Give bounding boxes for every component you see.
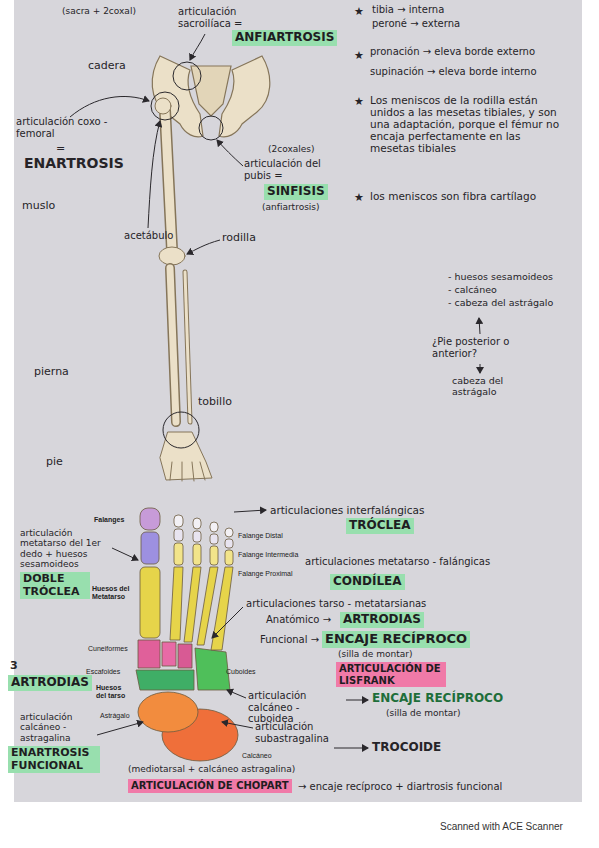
term-text: CONDÍLEA xyxy=(333,574,402,588)
handwritten-note: (sacra + 2coxal) xyxy=(62,6,136,16)
handwritten-note: = xyxy=(56,143,65,156)
term-text: ENCAJE RECÍPROCO xyxy=(325,631,467,646)
star-bullet: ★ xyxy=(354,96,364,109)
region-label: rodilla xyxy=(222,232,256,245)
handwritten-note: (silla de montar) xyxy=(386,708,460,718)
bone-label: Cuboides xyxy=(226,668,256,676)
handwritten-note: articulación calcáneo - astragalina xyxy=(20,712,96,743)
highlighted-term: ARTICULACIÓN DE CHOPART xyxy=(128,779,292,793)
leg-bones xyxy=(155,98,212,481)
handwritten-note: tibia → interna xyxy=(372,4,444,16)
handwritten-note: (anfiartrosis) xyxy=(262,202,320,212)
handwritten-note: articulación coxo - femoral xyxy=(16,116,112,139)
highlighted-term: ARTICULACIÓN DE LISFRANK xyxy=(336,662,446,687)
handwritten-note: (mediotarsal + calcáneo astragalina) xyxy=(128,764,295,774)
region-label: muslo xyxy=(22,200,55,213)
handwritten-note: articulaciones tarso - metatarsianas xyxy=(246,598,426,610)
joint-type: ENCAJE RECÍPROCO xyxy=(372,692,503,706)
handwritten-note: articulaciones interfalángicas xyxy=(270,504,424,516)
handwritten-note: articulación calcáneo - cuboidea xyxy=(248,690,344,725)
star-bullet: ★ xyxy=(354,192,364,205)
term-text: ARTRODIAS xyxy=(11,675,89,689)
bone-label: Huesos del tarso xyxy=(96,684,132,700)
term-text: ANFIARTROSIS xyxy=(235,30,334,44)
joint-type: TROCOIDE xyxy=(372,741,441,755)
term-text: ARTICULACIÓN DE CHOPART xyxy=(131,780,289,791)
highlighted-term: ENARTROSIS FUNCIONAL xyxy=(8,746,100,773)
handwritten-note: - calcáneo xyxy=(448,285,574,296)
term-text: ARTRODIAS xyxy=(343,612,421,626)
bone-label: Escafoides xyxy=(86,668,120,676)
highlighted-term: ARTRODIAS xyxy=(8,675,92,691)
highlighted-term: ENCAJE RECÍPROCO xyxy=(322,631,470,648)
watermark: Scanned with ACE Scanner xyxy=(440,821,563,833)
highlighted-term: ARTRODIAS xyxy=(340,612,424,628)
handwritten-note: - cabeza del astrágalo xyxy=(448,298,574,309)
handwritten-note: - huesos sesamoideos xyxy=(448,272,574,283)
region-label: cadera xyxy=(88,60,126,73)
handwritten-note: articulación sacroilíaca = xyxy=(178,6,278,29)
star-bullet: ★ xyxy=(354,50,364,63)
term-text: SINFISIS xyxy=(267,184,325,198)
term-text: DOBLE TRÓCLEA xyxy=(23,572,79,598)
highlighted-term: ANFIARTROSIS xyxy=(232,30,337,46)
bone-label: Astrágalo xyxy=(100,712,130,720)
handwritten-note: (silla de montar) xyxy=(338,649,412,659)
handwritten-note: supinación → eleva borde interno xyxy=(370,66,537,78)
region-label: acetábulo xyxy=(124,230,173,242)
foot-bones xyxy=(136,508,238,761)
handwritten-note: ¿Pie posterior o anterior? xyxy=(432,336,552,359)
term-text: ENARTROSIS FUNCIONAL xyxy=(11,746,89,772)
handwritten-note: articulación metatarso del 1er dedo + hu… xyxy=(20,528,118,569)
handwritten-note: Funcional → xyxy=(260,634,319,646)
term-text: ARTICULACIÓN DE LISFRANK xyxy=(339,663,441,686)
handwritten-note: Los meniscos de la rodilla están unidos … xyxy=(370,94,566,154)
bone-label: Calcáneo xyxy=(242,752,272,760)
highlighted-term: CONDÍLEA xyxy=(330,574,405,590)
bone-label: Falanges xyxy=(94,516,124,524)
bone-label: Falange Distal xyxy=(238,532,283,540)
handwritten-note: (2coxales) xyxy=(268,144,315,154)
star-bullet: ★ xyxy=(354,6,364,19)
handwritten-note: articulación subastragalina xyxy=(255,721,359,744)
joint-type: ENARTROSIS xyxy=(24,155,124,171)
bone-label: Falange Proximal xyxy=(238,570,292,578)
handwritten-note: → encaje recíproco + diartrosis funciona… xyxy=(298,781,502,793)
handwritten-note: peroné → externa xyxy=(372,18,460,30)
callout-number: 3 xyxy=(10,660,18,673)
highlighted-term: TRÓCLEA xyxy=(346,518,414,534)
handwritten-note: pronación → eleva borde externo xyxy=(370,46,535,58)
handwritten-note: cabeza del astrágalo xyxy=(452,376,532,398)
handwritten-note: articulación del pubis = xyxy=(244,158,336,181)
bone-label: Falange Intermedia xyxy=(238,551,298,559)
handwritten-note: articulaciones metatarso - falángicas xyxy=(305,556,490,568)
region-label: pie xyxy=(46,456,63,469)
highlighted-term: SINFISIS xyxy=(264,184,328,200)
joint-circles xyxy=(151,62,223,448)
region-label: tobillo xyxy=(198,396,232,409)
bone-label: Cuneiformes xyxy=(88,645,128,653)
bone-label: Huesos del Metatarso xyxy=(92,585,132,601)
term-text: TRÓCLEA xyxy=(349,518,411,532)
highlighted-term: DOBLE TRÓCLEA xyxy=(20,572,90,599)
handwritten-note: los meniscos son fibra cartílago xyxy=(370,190,560,202)
region-label: pierna xyxy=(34,366,69,379)
handwritten-note: Anatómico → xyxy=(266,614,331,626)
